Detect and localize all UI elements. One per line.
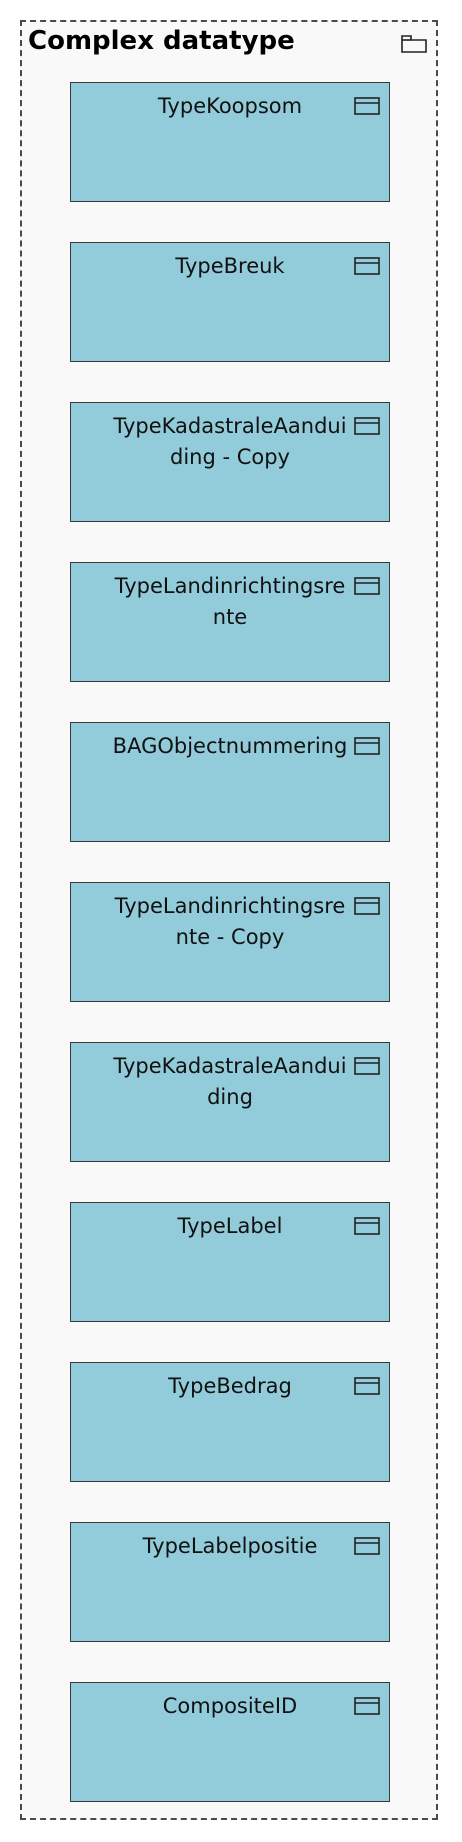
class-name: TypeKadastraleAanduiding - Copy [113, 414, 347, 469]
class-typebreuk[interactable]: TypeBreuk [70, 242, 390, 362]
class-name: TypeLabel [177, 1214, 283, 1238]
class-name: CompositeID [162, 1694, 298, 1718]
class-icon [354, 1217, 380, 1235]
class-icon [354, 1537, 380, 1555]
class-typekadastraleaanduiding[interactable]: TypeKadastraleAanduiding [70, 1042, 390, 1162]
class-icon [354, 897, 380, 915]
class-name: TypeKadastraleAanduiding [113, 1054, 347, 1109]
class-name: BAGObjectnummering [112, 734, 348, 758]
class-icon [354, 417, 380, 435]
class-typekadastraleaanduiding-copy[interactable]: TypeKadastraleAanduiding - Copy [70, 402, 390, 522]
class-typelandinrichtingsrente-copy[interactable]: TypeLandinrichtingsrente - Copy [70, 882, 390, 1002]
class-typebedrag[interactable]: TypeBedrag [70, 1362, 390, 1482]
class-name: TypeBreuk [175, 254, 285, 278]
class-typelabel[interactable]: TypeLabel [70, 1202, 390, 1322]
package-icon [401, 35, 427, 53]
class-name: TypeBedrag [168, 1374, 292, 1398]
class-icon [354, 1057, 380, 1075]
class-icon [354, 1697, 380, 1715]
class-name: TypeLandinrichtingsrente - Copy [114, 894, 346, 949]
class-icon [354, 577, 380, 595]
class-typelabelpositie[interactable]: TypeLabelpositie [70, 1522, 390, 1642]
class-list: TypeKoopsom TypeBreuk TypeKadastraleAand… [70, 82, 390, 1802]
class-name: TypeKoopsom [157, 94, 303, 118]
class-icon [354, 1377, 380, 1395]
class-name: TypeLabelpositie [142, 1534, 318, 1558]
package-title: Complex datatype [28, 26, 295, 56]
class-icon [354, 737, 380, 755]
class-typelandinrichtingsrente[interactable]: TypeLandinrichtingsrente [70, 562, 390, 682]
class-compositeid[interactable]: CompositeID [70, 1682, 390, 1802]
class-icon [354, 257, 380, 275]
class-icon [354, 97, 380, 115]
class-typekoopsom[interactable]: TypeKoopsom [70, 82, 390, 202]
package-complex-datatype[interactable]: Complex datatype TypeKoopsom TypeBreuk T… [20, 20, 438, 1820]
class-bagobjectnummering[interactable]: BAGObjectnummering [70, 722, 390, 842]
class-name: TypeLandinrichtingsrente [114, 574, 346, 629]
